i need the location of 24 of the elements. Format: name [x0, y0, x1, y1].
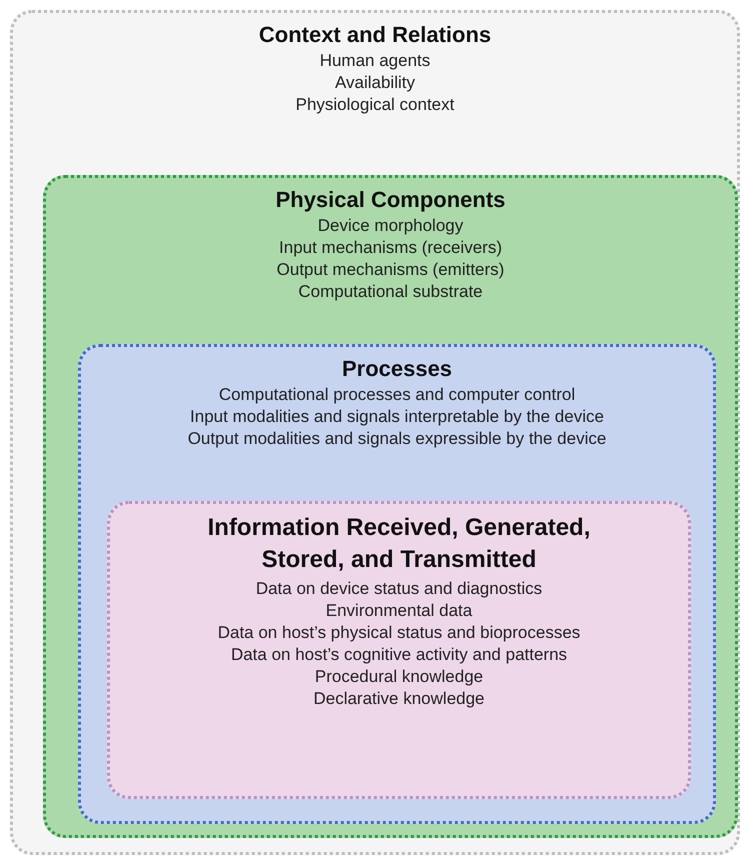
list-item: Device morphology	[318, 215, 464, 237]
list-item: Output mechanisms (emitters)	[276, 259, 504, 281]
list-item: Data on host’s physical status and bioprocesses	[218, 622, 580, 644]
components-panel	[43, 175, 738, 838]
list-item: Physiological context	[296, 94, 454, 116]
list-item: Input modalities and signals interpretable by the device	[190, 406, 604, 428]
list-item: Data on device status and diagnostics	[256, 578, 542, 600]
list-item: Computational substrate	[298, 281, 483, 303]
panel-heading: Physical Components	[276, 186, 506, 213]
list-item: Data on host’s cognitive activity and patterns	[230, 644, 568, 666]
panel-heading: Context and Relations	[258, 21, 492, 48]
list-item: Declarative knowledge	[313, 688, 485, 710]
list-item: Output modalities and signals expressible by the device	[188, 428, 606, 450]
context-panel	[10, 10, 740, 855]
panel-heading: Processes	[342, 355, 452, 382]
processes-panel	[78, 344, 716, 824]
list-item: Availability	[334, 72, 415, 94]
panel-heading: Information Received, Generated, Stored, and Transmitted	[206, 513, 592, 575]
list-item: Procedural knowledge	[314, 666, 484, 688]
list-item: Computational processes and computer control	[218, 384, 576, 406]
information-panel	[107, 501, 691, 799]
list-item: Input mechanisms (receivers)	[279, 237, 502, 259]
list-item: Human agents	[320, 50, 430, 72]
list-item: Environmental data	[326, 600, 472, 622]
